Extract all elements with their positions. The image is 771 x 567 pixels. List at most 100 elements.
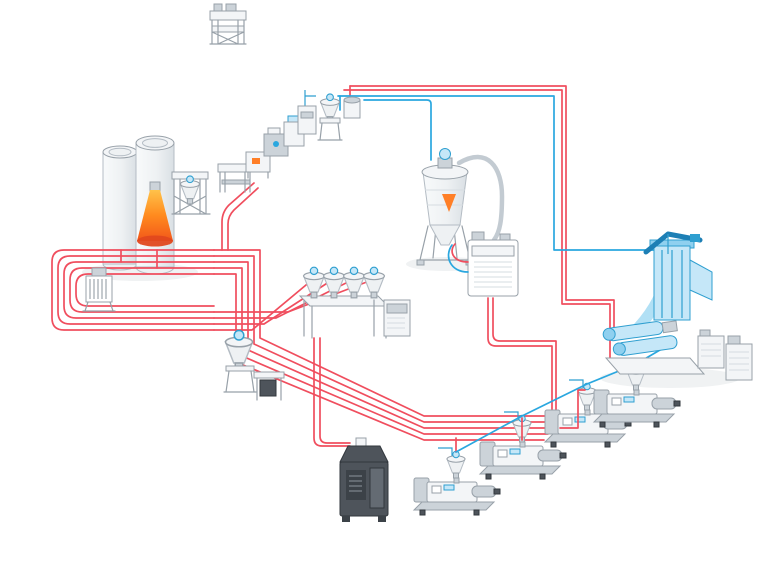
dryer-loader-icon	[439, 148, 451, 160]
four-hopper-dosing-station	[298, 266, 411, 339]
red-pipe-branch	[492, 297, 557, 421]
silo-top-ring	[142, 138, 168, 148]
red-pipe-stub	[559, 389, 586, 429]
red-pipe-drop	[319, 337, 351, 444]
twin-barrels	[602, 320, 678, 356]
cone-pool	[137, 235, 173, 247]
storage-bin	[343, 96, 361, 119]
granulator-foot	[378, 516, 386, 522]
red-pipe-loop	[63, 261, 215, 319]
station-deck	[225, 365, 255, 372]
return-hose	[456, 154, 505, 243]
platform-box	[225, 3, 237, 12]
dehumidifier-top	[471, 231, 485, 241]
process-hose-blue	[447, 244, 469, 273]
hopper-stand-tower	[171, 171, 211, 215]
red-pipe-main	[213, 255, 557, 423]
granulator-vents	[349, 475, 362, 492]
red-pipe-loop	[51, 249, 215, 331]
drying-hopper	[416, 148, 505, 266]
filter-top	[91, 267, 107, 277]
barrel-cap	[612, 342, 626, 356]
stand-legs	[317, 122, 343, 141]
line-base	[604, 357, 706, 375]
table-legs	[256, 377, 282, 401]
aux-unit	[725, 343, 753, 381]
orange-material-cone	[137, 181, 173, 247]
table-box	[259, 379, 277, 397]
process-hose-red	[451, 243, 469, 263]
granulator-inlet	[355, 437, 367, 447]
red-pipe-feeder	[213, 279, 333, 325]
filter-slats	[89, 279, 107, 299]
dryer-stand	[419, 225, 471, 261]
dryer-bands	[425, 189, 465, 206]
granulator-side	[369, 467, 385, 509]
auxiliary-machine-chain	[217, 90, 361, 193]
bench-legs	[303, 299, 387, 339]
aux-top	[727, 335, 741, 345]
red-pipe-network	[51, 85, 615, 447]
barrel-cap	[602, 327, 616, 341]
crane-trolley	[690, 234, 700, 242]
station-legs	[223, 370, 257, 393]
dust-filter-unit	[82, 267, 116, 312]
granulator-hopper	[339, 445, 389, 463]
red-pipe-feeder	[213, 279, 353, 319]
red-pipe-main	[213, 249, 561, 417]
platform-frame	[209, 19, 247, 45]
platform-shelf	[211, 25, 245, 33]
unit-legs	[247, 171, 269, 179]
red-pipe-feeder	[213, 279, 373, 313]
dryer-orange-insert	[442, 194, 456, 212]
blue-pipe-dryer	[363, 99, 432, 161]
storage-silos	[102, 135, 175, 275]
platform-deck	[209, 10, 247, 21]
silo-body	[102, 151, 138, 265]
cone-flow	[137, 190, 173, 241]
red-pipe-branch	[487, 297, 553, 417]
unit-blue-dot	[273, 141, 279, 147]
dryer-foot	[416, 259, 425, 266]
compounding-extrusion-line	[602, 231, 753, 381]
red-pipe-riser	[227, 187, 259, 251]
dehumidifier-grille	[474, 261, 512, 288]
granulator-foot	[342, 516, 350, 522]
blue-pipe-main	[337, 95, 655, 251]
control-cabinet	[383, 299, 411, 337]
small-hopper-on-stand	[317, 93, 343, 141]
dehumidifier-top	[499, 233, 511, 241]
red-pipe-loop	[75, 273, 215, 307]
table-legs	[219, 171, 251, 193]
extruder-row	[414, 360, 680, 515]
red-pipe-top	[343, 89, 611, 337]
table-top	[253, 371, 285, 379]
stand-deck	[319, 117, 341, 124]
unit-blue-pipe	[304, 90, 316, 106]
silo-top-ring	[108, 147, 132, 157]
aux-unit	[697, 335, 725, 369]
bin-lid	[343, 96, 361, 104]
unit-orange-accent	[252, 158, 260, 164]
cone-cap	[149, 181, 161, 192]
aux-grille	[701, 343, 721, 357]
red-pipe-loop	[69, 267, 215, 313]
tower-frame	[171, 178, 211, 215]
unit-panel	[300, 111, 314, 119]
filter-legs	[82, 301, 116, 312]
red-pipe-riser	[221, 182, 255, 251]
auxiliary-unit-b	[263, 127, 289, 157]
receiver-station	[223, 329, 257, 393]
dehumidifier-dryer	[447, 231, 519, 297]
red-pipe-feeder	[213, 279, 313, 331]
auxiliary-unit-a	[245, 151, 271, 179]
dryer-cone	[429, 224, 461, 246]
cabinet-vents	[387, 317, 405, 329]
auxiliary-gray-units	[697, 329, 753, 381]
barrel-motor	[661, 320, 678, 334]
red-pipe-loop	[57, 255, 215, 325]
red-pipe-drop	[313, 337, 351, 447]
side-table-unit	[253, 371, 285, 401]
tower-chute	[689, 259, 713, 301]
granulator-door	[346, 470, 366, 500]
